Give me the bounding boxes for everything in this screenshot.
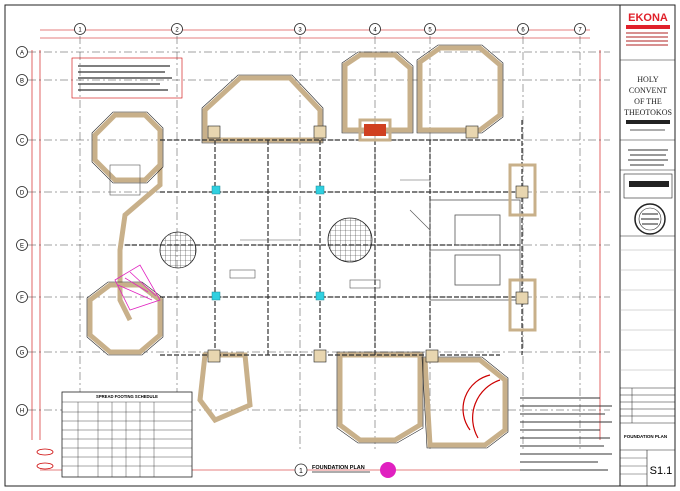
grid-bubble-row-F: F [16, 291, 28, 303]
caption-number: 1 [299, 468, 303, 475]
grid-label-col: 3 [298, 28, 302, 34]
grid-bubble-row-B: B [16, 74, 28, 86]
grid-label-row: G [20, 350, 25, 356]
perimeter-walls-outline [86, 44, 509, 449]
grid-bubble-col-7: 7 [574, 23, 586, 35]
magenta-area [114, 264, 161, 311]
foundation-notes [520, 397, 612, 471]
grid-label-row: C [20, 138, 25, 144]
interior-partitions [109, 118, 431, 289]
legend-symbols [36, 448, 54, 470]
grid-bubble-row-E: E [16, 239, 28, 251]
grid-label-row: H [20, 408, 24, 414]
grid-bubble-col-3: 3 [294, 23, 306, 35]
grid-label-col: 7 [578, 28, 582, 34]
footing-schedule: SPREAD FOOTING SCHEDULE [61, 391, 193, 478]
grid-label-row: B [20, 78, 24, 84]
grid-bubble-col-4: 4 [369, 23, 381, 35]
grid-bubble-row-A: A [16, 46, 28, 58]
grid-label-row: F [20, 295, 24, 301]
drawing-caption: 1 FOUNDATION PLAN [294, 462, 396, 478]
circular-bases [159, 217, 373, 269]
grid-label-col: 2 [175, 28, 179, 34]
pilasters [207, 125, 529, 363]
general-notes [71, 57, 183, 99]
spiral-stair [462, 374, 501, 439]
grid-bubble-col-5: 5 [424, 23, 436, 35]
project-line-1: HOLY [637, 75, 659, 84]
grid-label-col: 5 [428, 28, 432, 34]
firm-logo: EKONA [628, 12, 668, 24]
grid-label-col: 6 [521, 28, 525, 34]
grid-label-col: 1 [78, 28, 82, 34]
project-line-2: CONVENT [629, 86, 667, 95]
sheet-title: FOUNDATION PLAN [624, 434, 667, 439]
grid-bubble-row-D: D [16, 186, 28, 198]
grid-bubble-row-C: C [16, 134, 28, 146]
title-block: EKONA HOLY CONVENT OF THE THEOTOKOS [620, 12, 675, 486]
grid-bubble-row-H: H [16, 404, 28, 416]
grid-bubble-col-2: 2 [171, 23, 183, 35]
grid-bubbles: 1 2 3 4 5 6 7A B C D E F G H [16, 23, 586, 416]
grid-bubble-col-1: 1 [74, 23, 86, 35]
schedule-title: SPREAD FOOTING SCHEDULE [96, 394, 158, 399]
grid-bubble-row-G: G [16, 346, 28, 358]
grid-label-col: 4 [373, 28, 377, 34]
sheet-number: S1.1 [650, 465, 673, 477]
north-arrow-icon [634, 203, 666, 235]
grid-label-row: A [20, 50, 24, 56]
grid-label-row: D [20, 190, 25, 196]
caption-title: FOUNDATION PLAN [312, 465, 365, 471]
grid-label-row: E [20, 243, 24, 249]
grid-bubble-col-6: 6 [517, 23, 529, 35]
project-line-3: OF THE [634, 97, 662, 106]
column-footings [211, 185, 325, 301]
east-annex [429, 163, 537, 332]
project-line-4: THEOTOKOS [624, 108, 672, 117]
